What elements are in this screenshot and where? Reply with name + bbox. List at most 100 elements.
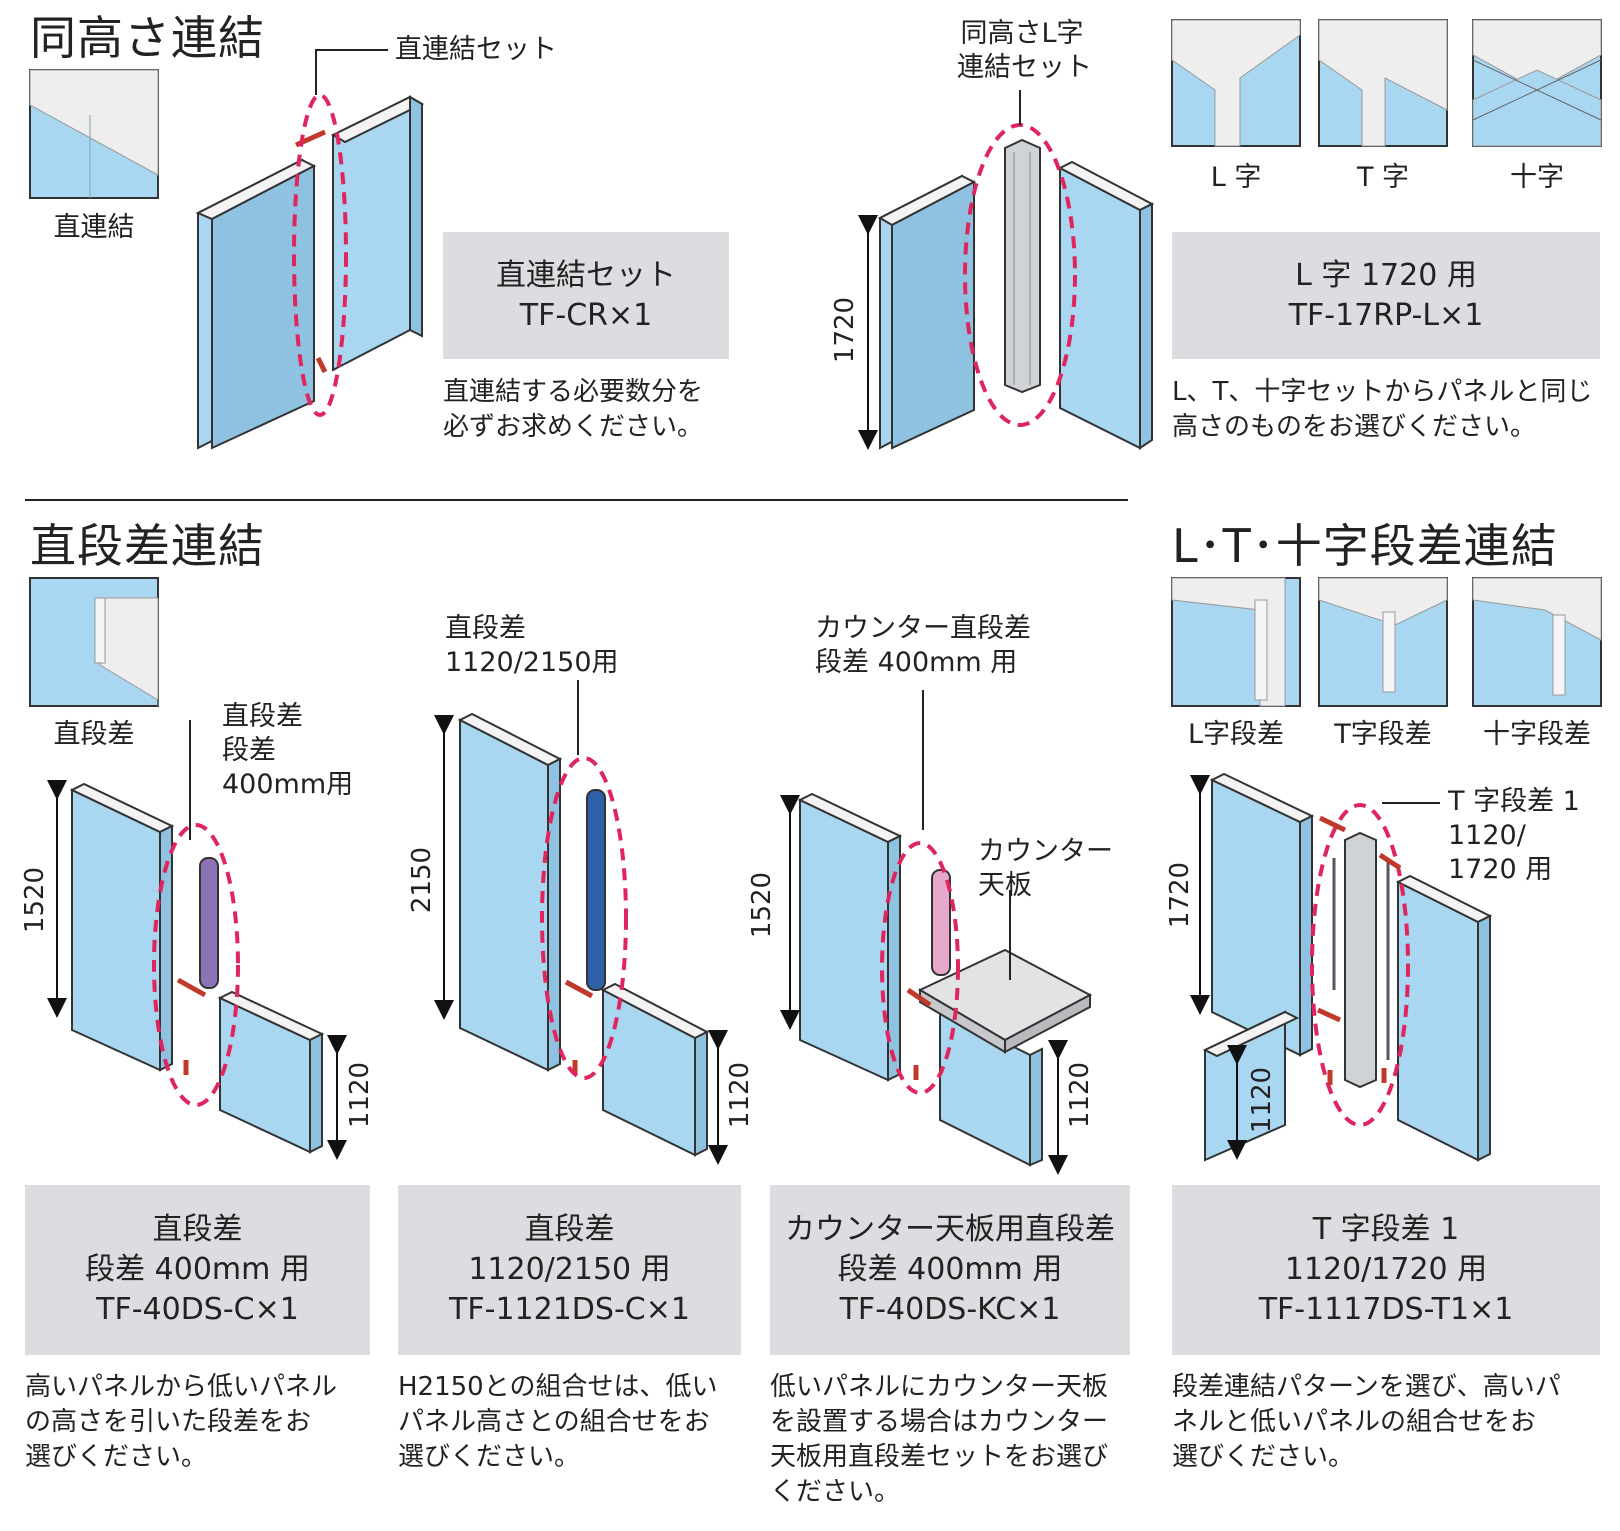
box-line: TF-40DS-KC×1 [839,1292,1061,1327]
desc-line: L、T、十字セットからパネルと同じ [1172,377,1593,407]
box-line: 直段差 [524,1212,615,1247]
box-line: 段差 400mm 用 [837,1252,1063,1287]
desc-line: ください。 [770,1477,901,1507]
callout-line: 連結セット [957,52,1092,83]
product-box-tf-1121ds-c: 直段差 1120/2150 用 TF-1121DS-C×1 [398,1185,741,1355]
desc-line: パネル高さとの組合せをお [398,1407,710,1437]
callout-l-join-set: 同高さL字 連結セット [957,17,1092,85]
dim-counter-high: 1520 [747,871,777,939]
desc-line: 低いパネルにカウンター天板 [770,1372,1109,1402]
step-2150-panels [434,680,728,1165]
callout-line: 同高さL字 [960,18,1084,49]
dim-counter-low: 1120 [1065,1061,1095,1129]
callout-line: 1120/2150用 [445,647,619,678]
callout-t-step-1: T 字段差 1 1120/ 1720 用 [1448,785,1580,887]
box-line: 直段差 [152,1212,243,1247]
label-line: 天板 [978,870,1032,901]
section-title-same-height: 同高さ連結 [30,11,265,65]
callout-line: 1120/ [1448,820,1526,851]
desc-line: 高さのものをお選びください。 [1172,412,1537,442]
callout-line: 段差 400mm 用 [815,647,1018,678]
thumb-caption-cross: 十字 [1510,162,1564,193]
dim-t-step-high: 1720 [1165,861,1195,929]
product-box-tf-40ds-kc: カウンター天板用直段差 段差 400mm 用 TF-40DS-KC×1 [770,1185,1130,1355]
thumb-step [29,577,159,707]
callout-line: 1720 用 [1448,854,1553,885]
desc-tf-40ds-c: 高いパネルから低いパネル の高さを引いた段差をお 選びください。 [25,1370,337,1475]
thumb-l-step [1171,577,1301,707]
straight-join-panels [195,49,425,450]
thumb-straight-join [29,69,159,199]
step-400-panels [47,720,347,1160]
dim-step-400-low: 1120 [345,1061,375,1129]
thumb-caption-cross-step: 十字段差 [1483,719,1591,750]
callout-line: カウンター直段差 [815,613,1031,644]
desc-tf-1121ds-c: H2150との組合せは、低い パネル高さとの組合せをお 選びください。 [398,1370,717,1475]
box-line: 直連結セット [496,257,676,293]
callout-line: 直段差 [222,701,303,732]
product-box-tf-17rp-l: L 字 1720 用 TF-17RP-L×1 [1172,232,1600,359]
thumb-caption-step: 直段差 [53,719,135,750]
section-title-lt-cross-step: L･T･十字段差連結 [1172,519,1558,573]
callout-counter-step: カウンター直段差 段差 400mm 用 [815,612,1031,680]
thumb-caption-straight: 直連結 [53,212,135,243]
callout-line: 400mm用 [222,769,354,800]
desc-line: 段差連結パターンを選び、高いパ [1172,1372,1561,1402]
box-line: 1120/2150 用 [468,1252,671,1287]
thumb-cross [1472,19,1602,147]
section-title-straight-step: 直段差連結 [30,519,265,573]
callout-straight-join-set: 直連結セット [395,34,557,65]
thumb-caption-t-step: T字段差 [1334,719,1432,750]
label-line: カウンター [978,836,1113,867]
desc-line: を設置する場合はカウンター [770,1407,1109,1437]
counter-step-panels [780,690,1093,1175]
desc-line: の高さを引いた段差をお [25,1407,312,1437]
desc-line: 選びください。 [1172,1442,1355,1472]
thumb-caption-l: L 字 [1210,162,1262,193]
desc-line: ネルと低いパネルの組合せをお [1172,1407,1537,1437]
box-line: カウンター天板用直段差 [785,1212,1115,1247]
desc-line: 選びください。 [398,1442,581,1472]
thumb-caption-t: T 字 [1356,162,1410,193]
t-step-panels [1190,772,1493,1162]
dim-step-2150-high: 2150 [407,846,437,914]
box-line: TF-1117DS-T1×1 [1258,1292,1514,1327]
callout-step-400: 直段差 段差 400mm用 [222,700,353,802]
box-line: 段差 400mm 用 [85,1252,310,1287]
dim-l-join-height: 1720 [830,296,860,364]
callout-line: 段差 [222,735,276,766]
dim-step-2150-low: 1120 [725,1061,755,1129]
thumb-t [1318,19,1448,147]
desc-line: 天板用直段差セットをお選び [770,1442,1109,1472]
desc-line: 直連結する必要数分を [443,377,704,407]
thumb-t-step [1318,577,1448,707]
desc-line: 選びください。 [25,1442,208,1472]
box-line: TF-CR×1 [519,297,653,333]
box-line: L 字 1720 用 [1295,257,1477,293]
box-line: TF-40DS-C×1 [96,1292,299,1327]
desc-tf-1117ds-t1: 段差連結パターンを選び、高いパ ネルと低いパネルの組合せをお 選びください。 [1172,1370,1561,1475]
box-line: 1120/1720 用 [1284,1252,1488,1287]
desc-tf-40ds-kc: 低いパネルにカウンター天板 を設置する場合はカウンター 天板用直段差セットをお選… [770,1370,1108,1510]
thumb-l [1171,19,1301,147]
desc-line: H2150との組合せは、低い [398,1372,718,1402]
thumb-cross-step [1472,577,1602,707]
box-line: T 字段差 1 [1312,1212,1460,1247]
dim-t-step-low: 1120 [1247,1066,1277,1134]
callout-line: 直段差 [445,613,526,644]
product-box-tf-40ds-c: 直段差 段差 400mm 用 TF-40DS-C×1 [25,1185,370,1355]
box-line: TF-1121DS-C×1 [449,1292,690,1327]
l-join-panels [858,90,1155,450]
callout-line: T 字段差 1 [1448,786,1580,817]
desc-line: 必ずお求めください。 [443,412,704,442]
thumb-caption-l-step: L字段差 [1187,719,1285,750]
product-box-tf-1117ds-t1: T 字段差 1 1120/1720 用 TF-1117DS-T1×1 [1172,1185,1600,1355]
desc-line: 高いパネルから低いパネル [25,1372,338,1402]
product-box-tf-cr: 直連結セット TF-CR×1 [443,232,729,359]
label-counter-top: カウンター 天板 [978,835,1113,903]
callout-step-2150: 直段差 1120/2150用 [445,612,619,680]
box-line: TF-17RP-L×1 [1288,297,1484,333]
dim-step-400-high: 1520 [20,866,50,934]
desc-tf-17rp-l: L、T、十字セットからパネルと同じ 高さのものをお選びください。 [1172,375,1592,445]
